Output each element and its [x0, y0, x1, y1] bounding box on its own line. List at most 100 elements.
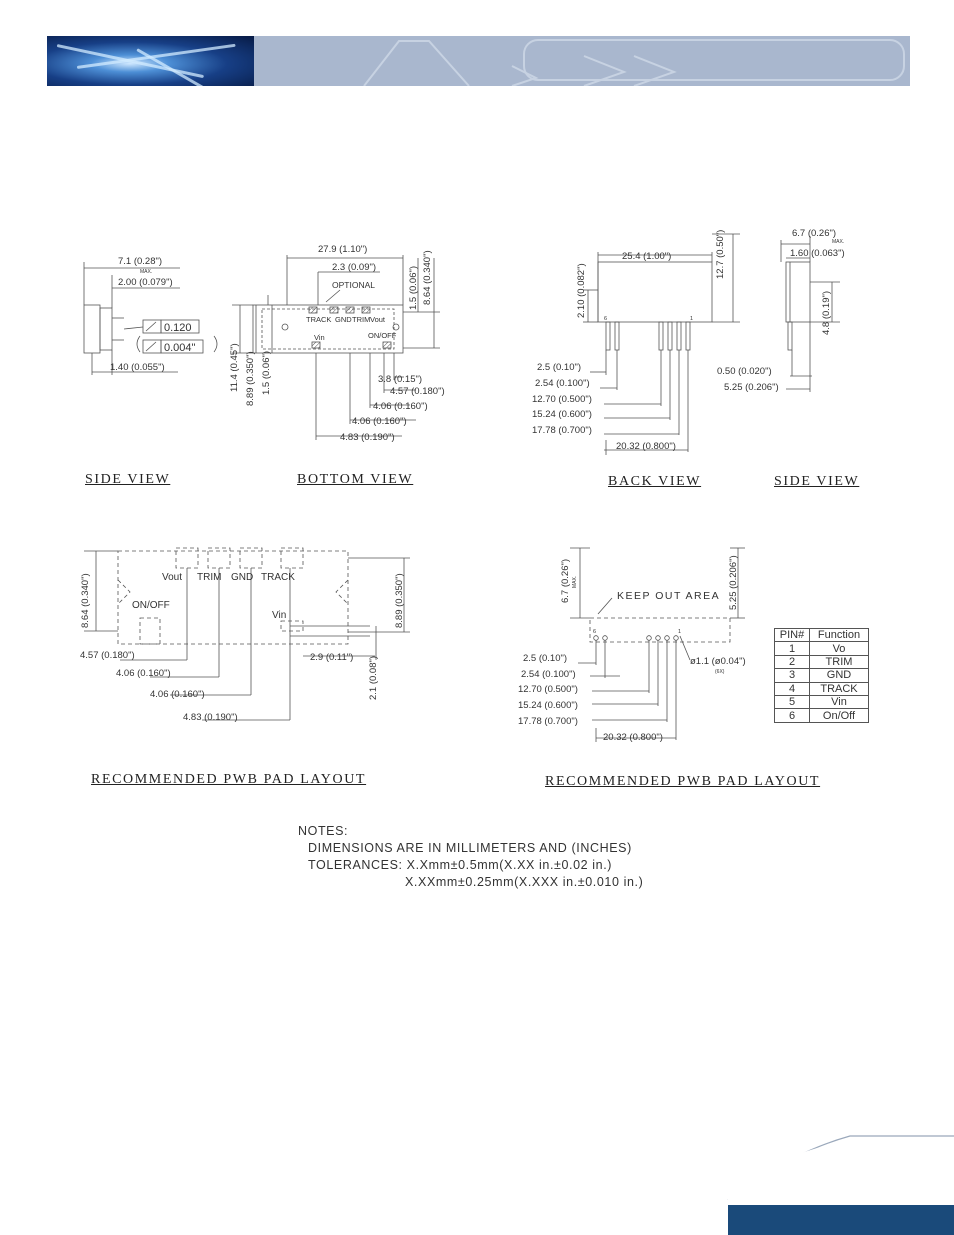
side-left-bottom: 1.40 (0.055") [110, 362, 165, 373]
bottom-pin-onoff: ON/OFF [368, 331, 397, 340]
side-body-inner [99, 307, 113, 351]
pad-dim-x4: 4.83 (0.190") [183, 712, 238, 723]
bottom-dim-b3: 4.06 (0.160") [373, 401, 428, 412]
keep-out-area: KEEP OUT AREA [617, 590, 720, 602]
back-dim-p5: 17.78 (0.700") [532, 425, 592, 436]
bottom-offset: 2.3 (0.09") [332, 262, 376, 273]
bottom-pin-vin: Vin [314, 333, 325, 342]
back-dim-p2: 2.54 (0.100") [535, 378, 590, 389]
pad-l-height: 8.64 (0.340") [80, 573, 91, 628]
bottom-view [232, 255, 440, 440]
table-cell: 5 [774, 694, 810, 710]
notes-tolerance-2: X.XXmm±0.25mm(X.XXX in.±0.010 in.) [405, 875, 644, 889]
table-cell: TRACK [809, 681, 869, 696]
back-dim-p1: 2.5 (0.10") [537, 362, 581, 373]
flatness-box-1 [142, 319, 162, 334]
pad-layout-right-title: RECOMMENDED PWB PAD LAYOUT [545, 774, 821, 789]
pad-dim-x2: 4.06 (0.160") [116, 668, 171, 679]
bottom-dim-r-small: 1.5 (0.06") [408, 266, 419, 310]
pad-dim-x3: 4.06 (0.160") [150, 689, 205, 700]
pad-r-height: 8.89 (0.350") [394, 573, 405, 628]
side-left-max: MAX. [140, 269, 152, 275]
back-pin-6: 6 [604, 316, 607, 322]
bottom-pin-vout: Vout [370, 315, 386, 324]
bottom-dim-b1: 3.8 (0.15") [378, 374, 422, 385]
side-right-width: 6.7 (0.26") [792, 228, 836, 239]
bottom-pin-track: TRACK [306, 315, 331, 324]
side-view-right-title: SIDE VIEW [774, 474, 860, 489]
pad-right-p6: 20.32 (0.800") [603, 732, 663, 743]
pad-right-max: MAX. [572, 576, 578, 588]
pad-gnd: GND [231, 572, 253, 583]
banner-photo [47, 36, 254, 86]
bottom-pin-trim: TRIM [352, 315, 370, 324]
side-right-body [785, 261, 811, 323]
pad-layout-left [117, 547, 349, 645]
back-dim-p6: 20.32 (0.800") [616, 441, 676, 452]
pad-right-p2: 2.54 (0.100") [521, 669, 576, 680]
flatness-box-2 [142, 339, 162, 354]
notes-tolerance-1: TOLERANCES: X.Xmm±0.5mm(X.XX in.±0.02 in… [308, 858, 613, 872]
side-right-thick: 1.60 (0.063") [790, 248, 845, 259]
pad-right-p1: 2.5 (0.10") [523, 653, 567, 664]
notes-units: DIMENSIONS ARE IN MILLIMETERS AND (INCHE… [308, 841, 632, 855]
pad-track-hatch [308, 306, 318, 314]
pad-vout: Vout [162, 572, 182, 583]
hole-count: (6X) [715, 669, 725, 675]
pad-right-height: 6.7 (0.26") [560, 559, 571, 603]
flatness-value-2: 0.004" [164, 342, 196, 354]
table-header-cell: Function [809, 627, 869, 643]
hole-diameter: ø1.1 (ø0.04") [690, 656, 746, 667]
pad-right-p4: 15.24 (0.600") [518, 700, 578, 711]
side-right-pin: 0.50 (0.020") [717, 366, 772, 377]
side-view-left-title: SIDE VIEW [85, 472, 171, 487]
pad-right-pin-1: 1 [678, 629, 681, 635]
pad-onoff: ON/OFF [132, 600, 170, 611]
footer-graphic [727, 1135, 954, 1235]
table-cell: TRIM [809, 654, 869, 670]
back-view-title: BACK VIEW [608, 474, 702, 489]
bottom-dim-l-mid: 8.89 (0.350") [245, 351, 256, 406]
table-cell: 4 [774, 681, 810, 696]
back-dim-p4: 15.24 (0.600") [532, 409, 592, 420]
side-body-outline [83, 304, 101, 354]
table-header-cell: PIN# [774, 627, 810, 643]
side-right-max: MAX. [832, 239, 844, 245]
notes-heading: NOTES: [298, 824, 349, 838]
back-dim-p3: 12.70 (0.500") [532, 394, 592, 405]
table-cell: 1 [774, 641, 810, 656]
side-left-body: 2.00 (0.079") [118, 277, 173, 288]
bottom-dim-r-height: 8.64 (0.340") [422, 250, 433, 305]
table-cell: 3 [774, 668, 810, 683]
table-cell: 6 [774, 708, 810, 723]
flatness-value-1: 0.120 [164, 322, 192, 334]
bottom-optional: OPTIONAL [332, 280, 375, 290]
side-view-right [780, 236, 840, 392]
table-cell: Vo [809, 641, 869, 656]
pad-dim-vin-y: 2.1 (0.08") [368, 656, 379, 700]
back-length: 25.4 (1.00") [622, 251, 671, 262]
back-view [583, 233, 740, 455]
table-cell: On/Off [809, 708, 869, 723]
pad-right-p3: 12.70 (0.500") [518, 684, 578, 695]
pad-trim: TRIM [197, 572, 221, 583]
back-pin-1: 1 [690, 316, 693, 322]
side-left-width: 7.1 (0.28") [118, 256, 162, 267]
back-height: 12.7 (0.50") [715, 230, 726, 279]
bottom-length: 27.9 (1.10") [318, 244, 367, 255]
side-right-height: 4.8 (0.19") [821, 291, 832, 335]
side-right-bottom: 5.25 (0.206") [724, 382, 779, 393]
pad-layout-right [570, 547, 745, 742]
header-banner [47, 36, 910, 86]
bottom-dim-l-small: 1.5 (0.06") [261, 351, 272, 395]
bottom-dim-b2: 4.57 (0.180") [390, 386, 445, 397]
bottom-dim-b4: 4.06 (0.160") [352, 416, 407, 427]
bottom-view-title: BOTTOM VIEW [297, 472, 414, 487]
bottom-pin-gnd: GND [335, 315, 352, 324]
